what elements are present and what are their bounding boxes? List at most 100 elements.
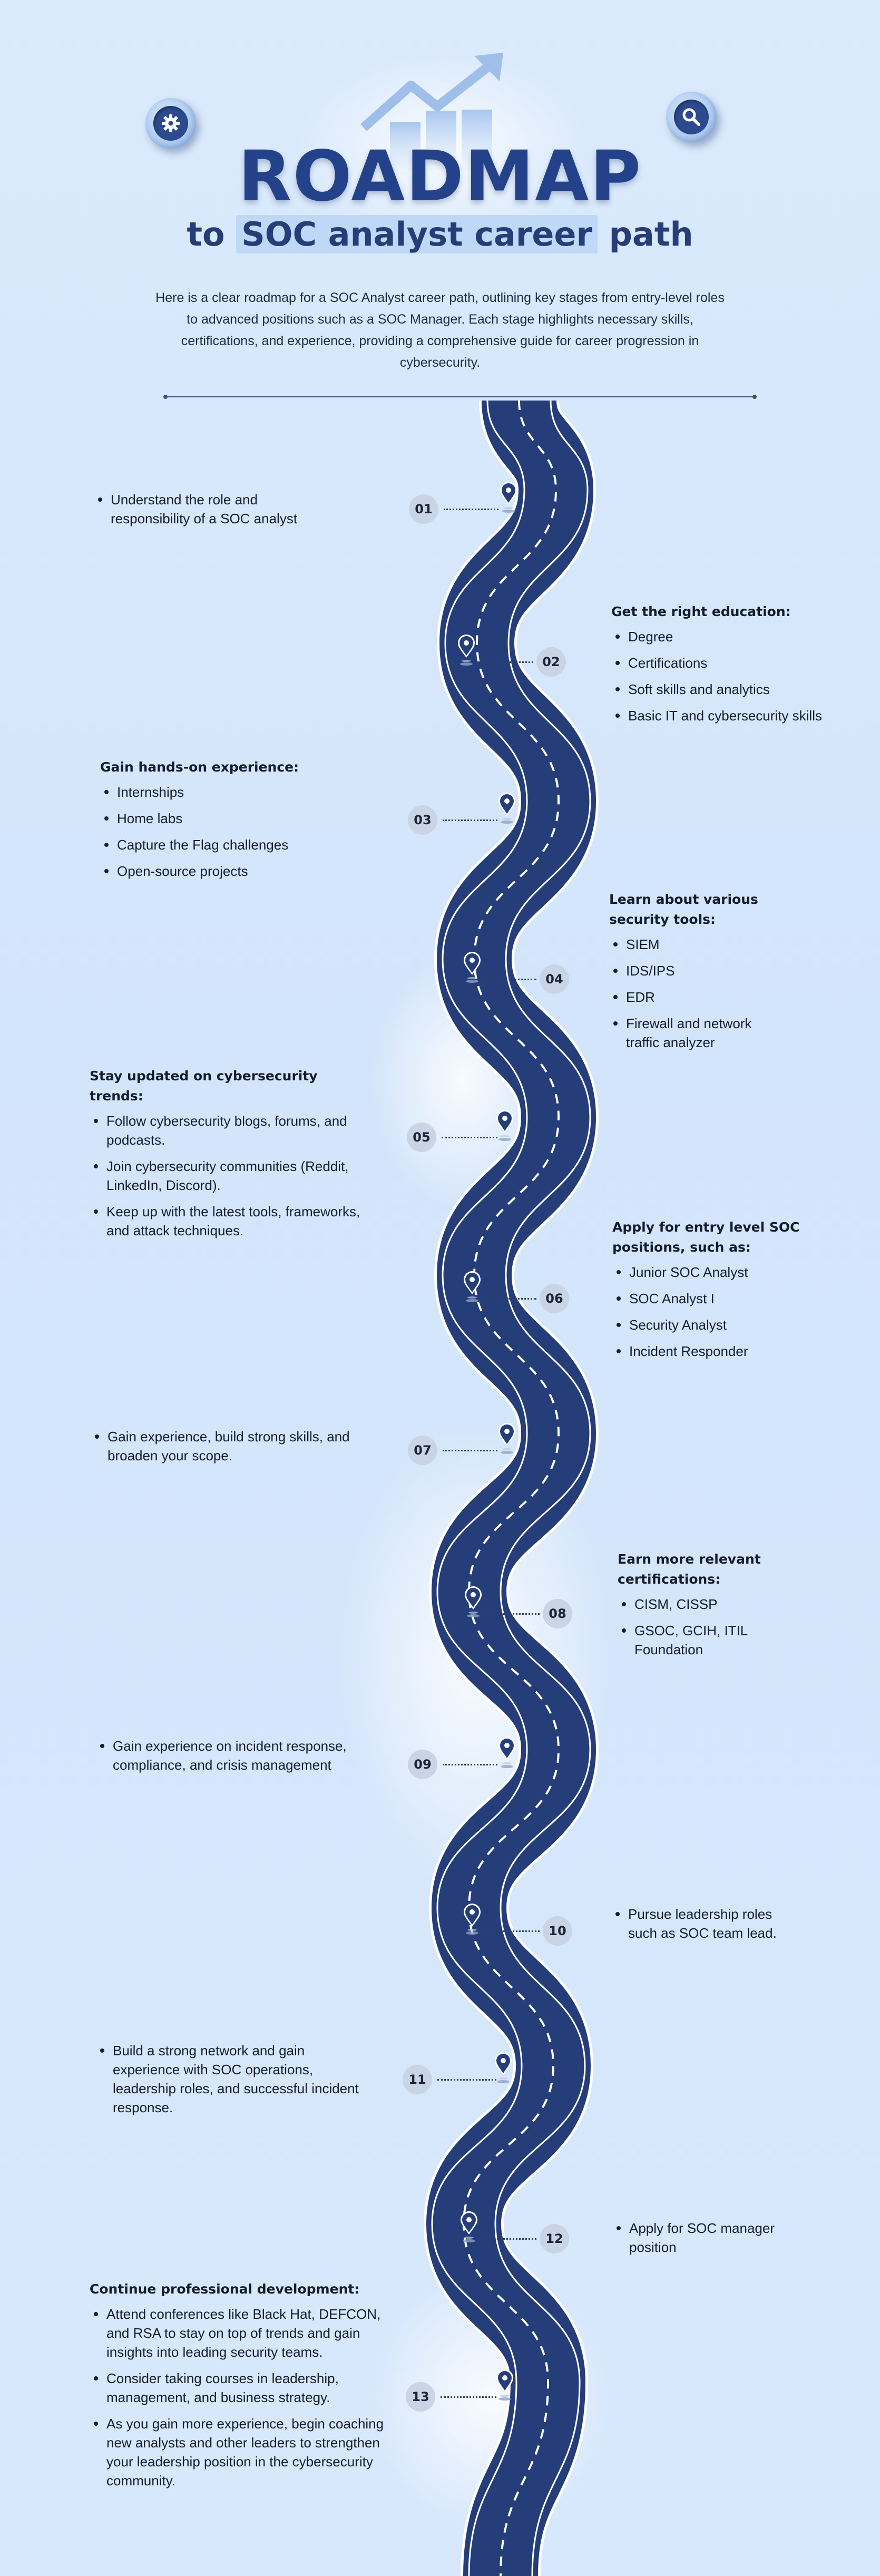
- stage-13-item: As you gain more experience, begin coach…: [90, 2414, 385, 2490]
- stage-10-item: Pursue leadership roles such as SOC team…: [611, 1905, 790, 1943]
- stage-08-number: 08: [543, 1599, 572, 1628]
- page-title: ROADMAP: [238, 136, 642, 217]
- stage-09-content: Gain experience on incident response, co…: [96, 1736, 370, 1782]
- stage-08-connector: [482, 1613, 540, 1615]
- stage-01-connector: [444, 509, 498, 510]
- stage-02-number: 02: [536, 647, 566, 677]
- location-pin-icon: [493, 2051, 514, 2085]
- stage-13-number: 13: [406, 2382, 435, 2412]
- location-pin-icon: [498, 481, 519, 514]
- stage-04-item: Firewall and network traffic analyzer: [609, 1014, 778, 1052]
- stage-11-number: 11: [403, 2065, 432, 2094]
- stage-03-item: Internships: [100, 783, 343, 802]
- road-center-line: [462, 400, 560, 2576]
- stage-02-item: Soft skills and analytics: [611, 680, 822, 699]
- magnifier-icon: [666, 92, 717, 142]
- stage-03-number: 03: [408, 805, 437, 835]
- growth-chart-icon: [360, 53, 503, 170]
- stage-09-connector: [443, 1764, 497, 1765]
- stage-12-item: Apply for SOC manager position: [612, 2219, 786, 2257]
- intro-paragraph: Here is a clear roadmap for a SOC Analys…: [155, 290, 725, 370]
- location-pin-icon: [463, 1585, 484, 1619]
- stage-01-number: 01: [409, 494, 438, 524]
- stage-07-number: 07: [408, 1436, 437, 1465]
- stage-03-connector: [443, 819, 497, 821]
- stage-03-item: Open-source projects: [100, 862, 343, 881]
- location-pin-icon: [494, 2368, 515, 2402]
- stage-08-item: GSOC, GCIH, ITIL Foundation: [618, 1621, 791, 1659]
- road-side-line: [494, 400, 591, 2576]
- subtitle-suffix: path: [609, 215, 693, 253]
- location-pin-icon: [462, 1902, 483, 1936]
- stage-06-item: SOC Analyst I: [612, 1289, 823, 1308]
- location-pin-icon: [456, 633, 477, 667]
- stage-06-heading: Apply for entry level SOC positions, suc…: [612, 1219, 800, 1255]
- stage-08-heading: Earn more relevant certifications:: [618, 1552, 761, 1587]
- subtitle-highlight: SOC analyst career: [236, 215, 598, 253]
- stage-05-number: 05: [407, 1123, 436, 1152]
- stage-09-item: Gain experience on incident response, co…: [96, 1736, 370, 1774]
- stage-06-connector: [480, 1298, 536, 1300]
- stage-04-connector: [480, 979, 536, 980]
- stage-07-connector: [443, 1450, 497, 1451]
- stage-03-content: Gain hands-on experience: Internships Ho…: [100, 757, 343, 888]
- stage-06-item: Security Analyst: [612, 1315, 823, 1334]
- stage-04-item: IDS/IPS: [609, 961, 778, 980]
- stage-11-content: Build a strong network and gain experien…: [96, 2041, 370, 2124]
- stage-07-item: Gain experience, build strong skills, an…: [91, 1427, 354, 1465]
- stage-03-item: Home labs: [100, 809, 343, 828]
- stage-13-item: Consider taking courses in leadership, m…: [90, 2369, 385, 2407]
- stage-04-heading: Learn about various security tools:: [609, 892, 758, 927]
- road-side-line: [431, 400, 528, 2576]
- stage-09-number: 09: [408, 1750, 437, 1779]
- location-pin-icon: [496, 1422, 517, 1456]
- stage-13-heading: Continue professional development:: [90, 2281, 360, 2297]
- stage-04-item: EDR: [609, 988, 778, 1007]
- stage-05-item: Join cybersecurity communities (Reddit, …: [90, 1157, 369, 1195]
- stage-02-item: Certifications: [611, 653, 822, 672]
- stage-12-number: 12: [540, 2224, 569, 2253]
- stage-06-item: Junior SOC Analyst: [612, 1263, 823, 1282]
- stage-12-connector: [478, 2238, 536, 2240]
- location-pin-icon: [496, 792, 517, 825]
- stage-03-item: Capture the Flag challenges: [100, 835, 343, 854]
- stage-06-number: 06: [540, 1284, 569, 1313]
- stage-05-item: Keep up with the latest tools, framework…: [90, 1202, 369, 1240]
- stage-13-item: Attend conferences like Black Hat, DEFCO…: [90, 2305, 385, 2362]
- stage-03-heading: Gain hands-on experience:: [100, 759, 299, 775]
- stage-05-heading: Stay updated on cybersecurity trends:: [90, 1068, 318, 1104]
- stage-05-connector: [442, 1137, 497, 1138]
- stage-02-item: Basic IT and cybersecurity skills: [611, 706, 822, 725]
- stage-02-item: Degree: [611, 627, 822, 646]
- stage-10-connector: [482, 1930, 540, 1932]
- stage-01-item: Understand the role and responsibility o…: [94, 490, 336, 528]
- stage-04-item: SIEM: [609, 935, 778, 954]
- stage-04-content: Learn about various security tools: SIEM…: [609, 890, 778, 1059]
- location-pin-icon: [494, 1109, 515, 1143]
- stage-02-heading: Get the right education:: [611, 604, 791, 619]
- stage-01-content: Understand the role and responsibility o…: [94, 490, 336, 535]
- stage-04-number: 04: [540, 964, 569, 994]
- page-subtitle: to SOC analyst career path: [0, 215, 880, 253]
- stage-05-item: Follow cybersecurity blogs, forums, and …: [90, 1111, 369, 1149]
- gear-icon: [145, 98, 196, 149]
- location-pin-icon: [458, 2210, 480, 2244]
- stage-05-content: Stay updated on cybersecurity trends: Fo…: [90, 1066, 369, 1247]
- divider: [163, 395, 757, 399]
- location-pin-icon: [496, 1736, 517, 1770]
- stage-02-connector: [477, 661, 533, 663]
- subtitle-prefix: to: [187, 215, 225, 253]
- stage-13-content: Continue professional development: Atten…: [90, 2279, 385, 2497]
- stage-06-content: Apply for entry level SOC positions, suc…: [612, 1217, 823, 1368]
- stage-06-item: Incident Responder: [612, 1342, 823, 1361]
- stage-10-content: Pursue leadership roles such as SOC team…: [611, 1905, 790, 1950]
- stage-12-content: Apply for SOC manager position: [612, 2219, 786, 2264]
- stage-11-connector: [437, 2079, 496, 2081]
- stage-07-content: Gain experience, build strong skills, an…: [91, 1427, 354, 1472]
- stage-08-content: Earn more relevant certifications: CISM,…: [618, 1549, 791, 1666]
- stage-11-item: Build a strong network and gain experien…: [96, 2041, 370, 2117]
- location-pin-icon: [462, 1270, 483, 1304]
- stage-13-connector: [441, 2396, 496, 2398]
